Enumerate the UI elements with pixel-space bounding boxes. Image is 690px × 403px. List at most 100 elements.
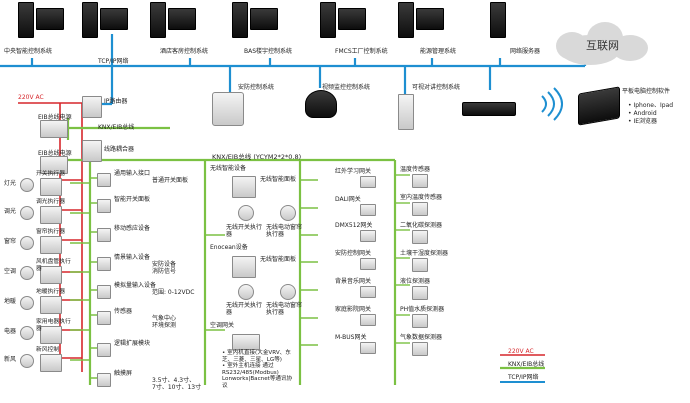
label-network-server: 网络服务器: [510, 48, 541, 55]
server-tower-6: [490, 2, 506, 38]
sensor-device-1: [412, 202, 428, 216]
monitor-2: [168, 8, 196, 30]
actuator-label-1: 调光执行器: [36, 199, 65, 205]
server-tower-3: [232, 2, 248, 38]
wifi-icon: [541, 87, 563, 121]
server-tower-0: [18, 2, 34, 38]
gateway-device-4: [360, 286, 376, 298]
gateway-device-2: [360, 230, 376, 242]
input-device-1: [97, 199, 111, 213]
load-icon-0: [20, 178, 34, 192]
input-device-2: [97, 228, 111, 242]
gateway-device-3: [360, 258, 376, 270]
input-sub-7: 3.5寸、4.3寸、 7寸、10寸、13寸: [152, 377, 202, 391]
monitor-0: [36, 8, 64, 30]
tablet-item-iphone: • Iphone、Ipad: [628, 102, 674, 109]
server-tower-2: [150, 2, 166, 38]
input-device-6: [97, 343, 111, 357]
wireless-curtain-device: [280, 205, 296, 221]
intercom-device: [398, 94, 414, 130]
label-security: 安防控制系统: [238, 84, 275, 91]
actuator-label-4: 地暖执行器: [36, 289, 65, 295]
sensor-label-0: 温度传感器: [400, 166, 431, 173]
server-tower-4: [320, 2, 336, 38]
label-enocean: Enocean设备: [210, 244, 248, 251]
label-wireless-dev: 无线智能设备: [210, 165, 247, 172]
label-knx-cable: KNX/EIB总线 (YCYM2*2*0.8): [212, 153, 302, 161]
label-hotel-control: 酒店客房控制系统: [160, 48, 209, 55]
actuator-device-1: [40, 206, 62, 224]
label-wireless-curtain: 无线电动窗帘执行器: [266, 224, 303, 238]
ac-gateway-device: [232, 334, 260, 350]
label-220v: 220V AC: [18, 94, 44, 101]
sensor-label-6: 气象数据探测器: [400, 334, 443, 341]
gateway-label-4: 背景音乐网关: [335, 278, 372, 285]
label-enocean-curtain: 无线电动窗帘执行器: [266, 302, 303, 316]
input-sub-3: 安防设备 消防信号: [152, 261, 177, 275]
sensor-device-5: [412, 314, 428, 328]
eib-power-1: [40, 120, 68, 138]
router-device: [462, 102, 516, 116]
label-wireless-panel: 无线智能面板: [260, 176, 297, 183]
eib-power-2: [40, 156, 68, 174]
sensor-device-6: [412, 342, 428, 356]
label-coupler: 线路耦合器: [104, 146, 135, 153]
server-tower-5: [398, 2, 414, 38]
actuator-device-5: [40, 326, 62, 344]
load-icon-label-6: 新风: [4, 356, 17, 363]
tablet-title: 平板电脑控制软件: [622, 88, 671, 95]
label-eib-bus: KNX/EIB总线: [98, 124, 135, 131]
load-icon-label-4: 地暖: [4, 298, 17, 305]
wireless-device: [232, 176, 256, 198]
label-enocean-switch: 无线开关执行器: [226, 302, 263, 316]
legend-tcpip-line: [500, 381, 545, 383]
label-fmcs-control: FMCS工厂控制系统: [335, 48, 388, 55]
gateway-label-1: DALI网关: [335, 196, 361, 203]
monitor-3: [250, 8, 278, 30]
input-label-3: 情景输入设备: [114, 254, 151, 261]
load-icon-2: [20, 236, 34, 250]
label-wireless-switch: 无线开关执行器: [226, 224, 263, 238]
input-label-4: 模拟量输入设备: [114, 282, 157, 289]
label-intercom: 可视对讲控制系统: [412, 84, 461, 91]
gateway-device-5: [360, 314, 376, 326]
label-eib-power-1: EIB总线电源: [38, 114, 72, 121]
gateway-device-6: [360, 342, 376, 354]
sensor-device-2: [412, 230, 428, 244]
legend-tcpip: TCP/IP网络: [508, 374, 539, 381]
sensor-device-3: [412, 258, 428, 272]
actuator-device-0: [40, 178, 62, 196]
enocean-switch-device: [238, 284, 254, 300]
load-icon-label-5: 电器: [4, 328, 17, 335]
label-bas-control: BAS楼宇控制系统: [244, 48, 293, 55]
monitor-4: [338, 8, 366, 30]
actuator-device-4: [40, 296, 62, 314]
tcpip-lines: [0, 34, 587, 106]
security-device: [212, 92, 244, 126]
label-enocean-panel: 无线智能面板: [260, 256, 297, 263]
actuator-label-3: 风机盘管执行器: [36, 259, 71, 272]
gateway-device-0: [360, 176, 376, 188]
monitor-5: [416, 8, 444, 30]
knx-lines: [66, 118, 545, 385]
label-energy-mgmt: 能源管理系统: [420, 48, 457, 55]
tablet-item-android: • Android: [628, 110, 657, 117]
label-video: 视频监控控制系统: [322, 84, 371, 91]
load-icon-5: [20, 326, 34, 340]
load-icon-4: [20, 296, 34, 310]
sensor-label-5: PH值水质探测器: [400, 306, 445, 313]
gateway-device-1: [360, 204, 376, 216]
enocean-device: [232, 256, 256, 278]
input-label-6: 逻辑扩展模块: [114, 340, 151, 347]
coupler-device: [82, 140, 102, 162]
gateway-label-2: DMX512网关: [335, 222, 373, 229]
input-sub-0: 普通开关面板: [152, 177, 189, 184]
input-device-7: [97, 373, 111, 387]
sensor-label-3: 土壤干湿度探测器: [400, 250, 449, 257]
actuator-device-6: [40, 354, 62, 372]
load-icon-label-2: 窗帘: [4, 238, 17, 245]
input-sub-5: 气象中心 环境探测: [152, 315, 177, 329]
label-tcpip: TCP/IP网络: [98, 58, 129, 65]
legend-ac: 220V AC: [508, 348, 534, 355]
monitor-1: [100, 8, 128, 30]
